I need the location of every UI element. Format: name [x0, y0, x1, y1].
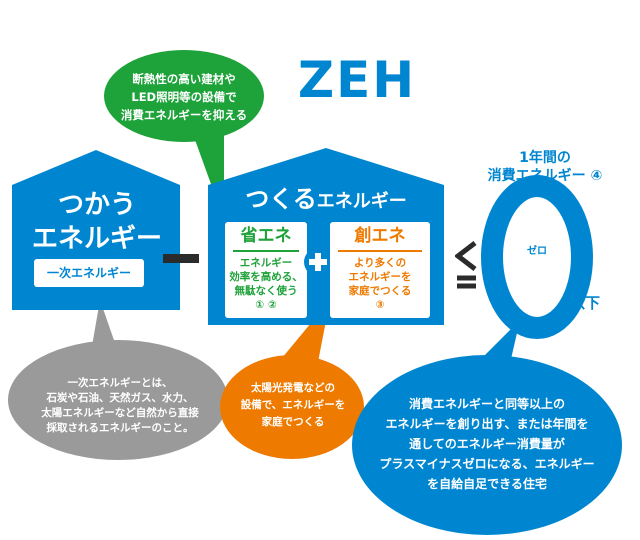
card-shoene-line: ① ② — [255, 299, 277, 311]
blue-callout-line: 消費エネルギーと同等以上の — [408, 397, 565, 411]
card-shoene-body: エネルギー 効率を高める、 無駄なく使う ① ② — [225, 252, 307, 312]
orange-callout-line: 太陽光発電などの — [251, 382, 335, 394]
gray-callout-line: 採取されるエネルギーのこと。 — [46, 422, 194, 434]
gray-callout-text: 一次エネルギーとは、 石炭や石油、天然ガス、水力、 太陽エネルギーなど自然から直… — [20, 376, 220, 436]
blue-callout-bubble — [352, 355, 622, 535]
green-callout-bubble — [104, 50, 264, 142]
primary-energy-tag: 一次エネルギー — [34, 259, 144, 287]
orange-callout-text: 太陽光発電などの 設備で、エネルギーを 家庭でつくる — [226, 380, 360, 431]
less-equal-icon — [455, 241, 477, 289]
plus-icon-bar-v — [315, 253, 321, 271]
annual-energy-line: 1年間の — [519, 150, 571, 166]
blue-callout-line: 通してのエネルギー消費量が — [409, 437, 565, 451]
orange-callout-line: 家庭でつくる — [261, 416, 325, 428]
card-soene-line: エネルギーを — [348, 271, 412, 283]
gray-callout-tail — [92, 300, 116, 346]
card-soene: 創エネ より多くの エネルギーを 家庭でつくる ③ — [330, 222, 430, 318]
card-soene-line: ③ — [375, 299, 385, 311]
card-shoene-rule — [233, 250, 299, 252]
card-shoene-line: 無駄なく使う — [234, 285, 298, 297]
blue-callout-line: を自給自足できる住宅 — [427, 477, 547, 491]
green-callout-line: 消費エネルギーを抑える — [120, 108, 248, 122]
card-soene-line: 家庭でつくる — [348, 285, 412, 297]
green-callout-text: 断熱性の高い建材や LED照明等の設備で 消費エネルギーを抑える — [108, 70, 260, 124]
green-callout-line: 断熱性の高い建材や — [132, 72, 236, 86]
annual-energy-label: 1年間の 消費エネルギー ④ — [460, 149, 630, 185]
zeh-title: ZEH — [297, 51, 417, 109]
card-soene-rule — [338, 250, 422, 252]
card-shoene: 省エネ エネルギー 効率を高める、 無駄なく使う ① ② — [225, 222, 307, 318]
house-tsukau-title-line: エネルギー — [31, 224, 162, 254]
orange-callout-bubble — [220, 355, 364, 459]
gray-callout-line: 太陽エネルギーなど自然から直接 — [41, 407, 199, 419]
card-soene-line: より多くの — [353, 257, 407, 269]
zero-label: ゼロ — [527, 246, 547, 257]
card-shoene-heading: 省エネ — [240, 226, 292, 246]
blue-callout-text: 消費エネルギーと同等以上の エネルギーを創り出す、または年間を 通してのエネルギ… — [357, 394, 617, 494]
house-tsukuru-title: つくるエネルギー — [208, 183, 444, 218]
house-tsukuru-title-main: つくる — [245, 185, 317, 213]
gray-callout-bubble — [8, 340, 228, 460]
gray-callout-line: 一次エネルギーとは、 — [67, 377, 173, 389]
annual-energy-line: 消費エネルギー ④ — [487, 168, 603, 184]
or-less-label: 以下 — [570, 294, 601, 312]
card-soene-heading: 創エネ — [354, 226, 406, 246]
card-shoene-line: エネルギー — [239, 257, 293, 269]
blue-callout-line: エネルギーを創り出す、または年間を — [385, 417, 589, 431]
zero-digit — [481, 175, 593, 339]
card-soene-body: より多くの エネルギーを 家庭でつくる ③ — [330, 252, 430, 312]
house-tsukuru-title-small: エネルギー — [316, 191, 407, 212]
minus-sign — [163, 254, 199, 263]
house-tsukau-title: つかう エネルギー — [12, 188, 182, 256]
gray-callout-line: 石炭や石油、天然ガス、水力、 — [46, 392, 194, 404]
blue-callout-line: プラスマイナスゼロになる、エネルギー — [379, 457, 595, 471]
card-shoene-line: 効率を高める、 — [229, 271, 303, 283]
house-tsukau-title-line: つかう — [57, 190, 136, 220]
green-callout-line: LED照明等の設備で — [131, 90, 237, 104]
orange-callout-line: 設備で、エネルギーを — [240, 399, 346, 411]
